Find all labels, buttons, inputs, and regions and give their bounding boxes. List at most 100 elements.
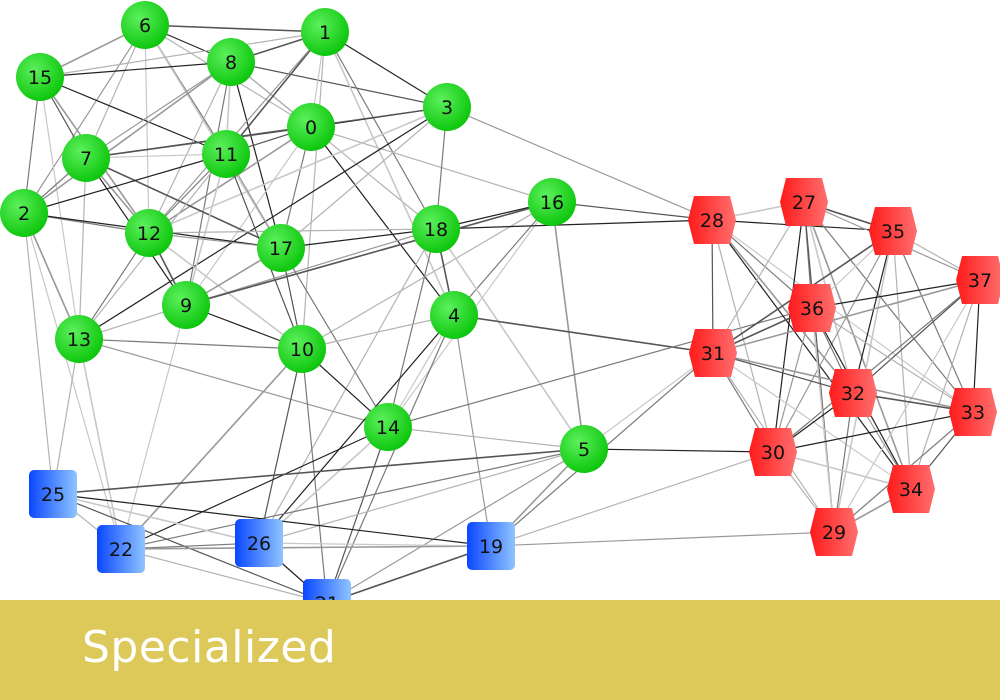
node-30[interactable]: 30 [749,428,797,476]
node-32[interactable]: 32 [829,369,877,417]
node-28[interactable]: 28 [688,196,736,244]
edge-7-13 [78,157,87,340]
node-12[interactable]: 12 [125,209,173,257]
edge-21-19 [326,545,492,604]
node-11-circle [202,130,250,178]
node-19[interactable]: 19 [467,522,515,570]
node-22[interactable]: 22 [97,525,145,573]
node-1[interactable]: 1 [301,8,349,56]
edge-1-18 [324,31,437,230]
edge-19-30 [490,451,774,547]
edge-10-21 [301,348,328,604]
node-14-circle [364,403,412,451]
node-4-label: 4 [448,305,460,327]
edge-27-34 [803,201,912,490]
edge-5-22 [120,448,585,550]
node-9[interactable]: 9 [162,281,210,329]
node-25[interactable]: 25 [29,470,77,518]
node-17-label: 17 [269,238,293,260]
node-22-square [97,525,145,573]
node-8[interactable]: 8 [207,38,255,86]
node-1-label: 1 [319,22,331,44]
node-13-label: 13 [67,329,91,351]
edge-35-32 [852,230,894,394]
edge-36-29 [811,307,835,533]
node-6[interactable]: 6 [121,1,169,49]
edge-15-13 [39,76,80,340]
node-13[interactable]: 13 [55,315,103,363]
node-5-circle [560,425,608,473]
node-7-circle [62,134,110,182]
edge-18-17 [280,228,437,249]
edge-37-31 [712,279,981,354]
edge-3-28 [446,106,713,221]
edge-18-9 [185,228,437,306]
node-18[interactable]: 18 [412,205,460,253]
node-17-circle [257,224,305,272]
node-2-circle [0,189,48,237]
node-35-hexagon [869,207,917,255]
node-29-hexagon [810,508,858,556]
edge-37-30 [772,279,981,453]
node-27[interactable]: 27 [780,178,828,226]
node-15[interactable]: 15 [16,53,64,101]
node-7[interactable]: 7 [62,134,110,182]
node-8-label: 8 [225,52,237,74]
edge-19-29 [490,531,835,547]
edge-6-1 [144,24,326,33]
node-34[interactable]: 34 [887,465,935,513]
node-31[interactable]: 31 [689,329,737,377]
node-26-label: 26 [247,533,271,555]
edge-13-10 [78,338,303,350]
node-8-circle [207,38,255,86]
node-37[interactable]: 37 [956,256,1000,304]
node-1-circle [301,8,349,56]
edge-14-36 [387,307,813,428]
node-layer: 0123456789101112131415161718272829303132… [0,1,1000,627]
edge-17-14 [280,247,389,428]
node-10[interactable]: 10 [278,325,326,373]
node-18-label: 18 [424,219,448,241]
edge-5-21 [326,448,585,604]
node-17[interactable]: 17 [257,224,305,272]
node-7-label: 7 [80,148,92,170]
edge-28-33 [711,219,974,413]
node-4[interactable]: 4 [430,291,478,339]
node-35-label: 35 [881,221,905,243]
edge-37-29 [833,279,981,533]
edge-5-30 [583,448,774,453]
node-35[interactable]: 35 [869,207,917,255]
node-33[interactable]: 33 [949,388,997,436]
edge-8-9 [185,61,232,306]
edge-13-22 [78,338,122,550]
edge-8-2 [23,61,232,214]
edge-14-5 [387,426,585,450]
edge-28-30 [711,219,774,453]
node-36[interactable]: 36 [788,284,836,332]
node-31-label: 31 [701,343,725,365]
edge-35-34 [892,230,912,490]
node-2[interactable]: 2 [0,189,48,237]
node-0[interactable]: 0 [287,103,335,151]
edge-6-12 [144,24,150,234]
node-3[interactable]: 3 [423,83,471,131]
node-28-hexagon [688,196,736,244]
node-11[interactable]: 11 [202,130,250,178]
node-32-label: 32 [841,383,865,405]
edge-30-33 [772,411,974,453]
edge-5-31 [583,352,714,450]
node-5[interactable]: 5 [560,425,608,473]
node-33-label: 33 [961,402,985,424]
node-14[interactable]: 14 [364,403,412,451]
node-29[interactable]: 29 [810,508,858,556]
node-26[interactable]: 26 [235,519,283,567]
edge-25-26 [52,493,260,544]
node-0-label: 0 [305,117,317,139]
node-11-label: 11 [214,144,238,166]
node-15-circle [16,53,64,101]
edge-11-2 [23,153,227,214]
edge-15-11 [39,76,227,155]
edge-27-30 [772,201,805,453]
node-22-label: 22 [109,539,133,561]
node-16[interactable]: 16 [528,178,576,226]
